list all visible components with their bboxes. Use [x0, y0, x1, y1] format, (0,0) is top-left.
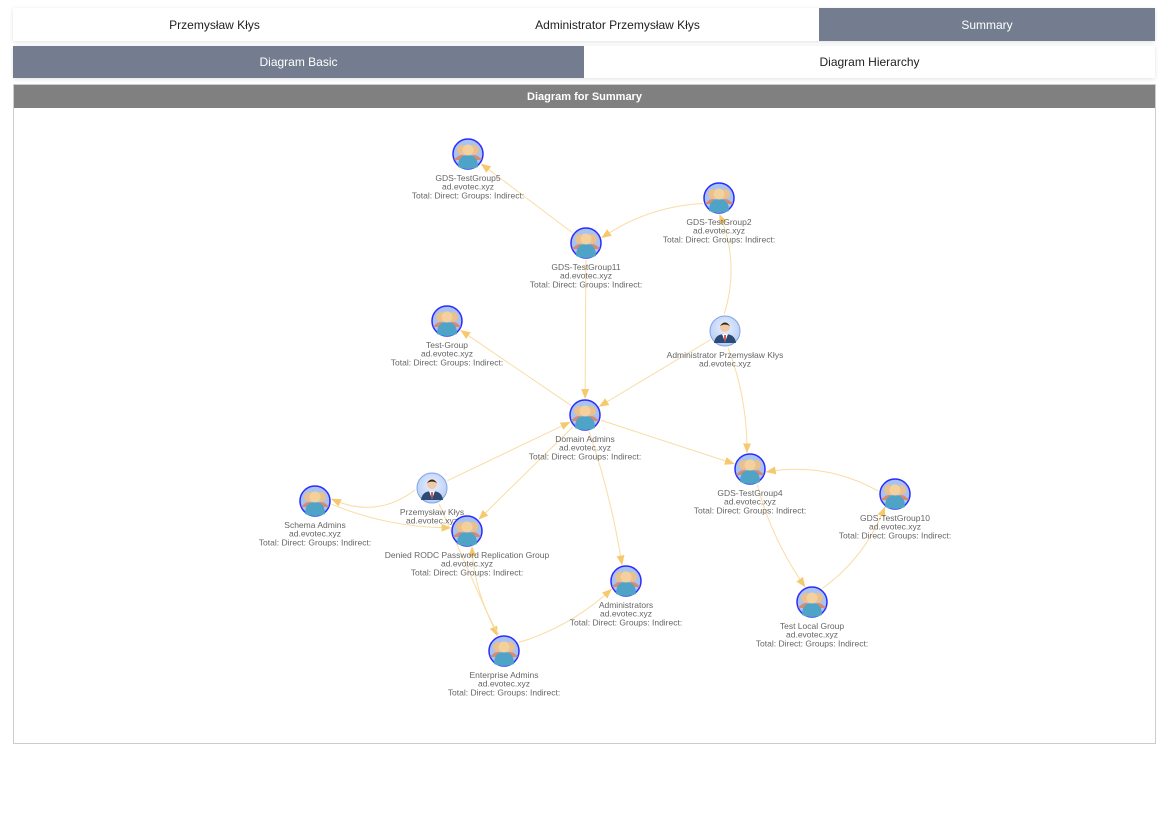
node-name: GDS-TestGroup10	[860, 513, 930, 523]
node-stats: Total: Direct: Groups: Indirect:	[694, 505, 806, 515]
node-domain: ad.evotec.xyz	[289, 529, 341, 539]
edge-adm-g2	[719, 214, 732, 315]
node-stats: Total: Direct: Groups: Indirect:	[391, 357, 503, 367]
node-domain: ad.evotec.xyz	[786, 630, 838, 640]
tab-summary[interactable]: Summary	[819, 8, 1155, 41]
edge-g4-tlg	[756, 484, 806, 588]
node-stats: Total: Direct: Groups: Indirect:	[570, 617, 682, 627]
node-stats: Total: Direct: Groups: Indirect:	[839, 530, 951, 540]
edge-da-g4	[601, 419, 735, 465]
node-name: GDS-TestGroup5	[435, 173, 500, 183]
node-name: Administrator Przemysław Kłys	[667, 350, 784, 360]
edge-ea-rodc	[468, 546, 500, 636]
node-name: Administrators	[599, 600, 653, 610]
edge-g10-g4	[765, 466, 879, 492]
node-name: Test Local Group	[780, 621, 845, 631]
group-icon	[454, 144, 482, 169]
tab-diagram-hierarchy[interactable]: Diagram Hierarchy	[819, 55, 920, 69]
edge-pk-da	[447, 421, 571, 482]
edge-sa-rodc	[331, 503, 452, 532]
node-adm[interactable]: Administrator Przemysław Kłysad.evotec.x…	[667, 315, 784, 369]
node-name: Test-Group	[426, 340, 468, 350]
node-name: Enterprise Admins	[470, 670, 539, 680]
sub-tabs: Diagram Basic Diagram Hierarchy	[13, 46, 1155, 78]
node-name: Schema Admins	[284, 520, 345, 530]
group-icon	[490, 641, 518, 666]
node-name: GDS-TestGroup11	[551, 262, 621, 272]
node-stats: Total: Direct: Groups: Indirect:	[411, 567, 523, 577]
node-domain: ad.evotec.xyz	[600, 609, 652, 619]
node-domain: ad.evotec.xyz	[869, 522, 921, 532]
edge-adm-g4	[727, 347, 752, 454]
group-icon	[881, 484, 909, 509]
edge-tlg-g10	[822, 506, 886, 589]
edge-g11-da	[581, 259, 590, 399]
node-domain: ad.evotec.xyz	[421, 349, 473, 359]
tab-administrator-przemyslaw-klys[interactable]: Administrator Przemysław Kłys	[535, 17, 700, 32]
node-domain: ad.evotec.xyz	[724, 497, 776, 507]
node-domain: ad.evotec.xyz	[699, 359, 751, 369]
edge-adm-da	[598, 339, 711, 407]
user-icon	[421, 479, 443, 500]
node-domain: ad.evotec.xyz	[441, 559, 493, 569]
group-icon	[572, 233, 600, 258]
node-name: Domain Admins	[555, 434, 615, 444]
node-name: Denied RODC Password Replication Group	[385, 550, 550, 560]
edge-da-tg	[460, 330, 572, 406]
node-domain: ad.evotec.xyz	[560, 271, 612, 281]
group-icon	[433, 311, 461, 336]
user-icon	[714, 322, 736, 343]
node-name: Przemysław Kłys	[400, 507, 464, 517]
top-tabs: Przemysław Kłys Administrator Przemysław…	[13, 8, 1155, 41]
group-icon	[301, 491, 329, 516]
node-stats: Total: Direct: Groups: Indirect:	[259, 537, 371, 547]
tab-diagram-basic[interactable]: Diagram Basic	[13, 46, 584, 78]
node-domain: ad.evotec.xyz	[693, 226, 745, 236]
group-icon	[705, 188, 733, 213]
group-icon	[798, 592, 826, 617]
edge-da-rodc	[478, 426, 574, 520]
node-name: GDS-TestGroup2	[686, 217, 751, 227]
node-stats: Total: Direct: Groups: Indirect:	[663, 234, 775, 244]
group-icon	[571, 405, 599, 430]
node-domain: ad.evotec.xyz	[442, 182, 494, 192]
edge-g2-g11	[601, 202, 703, 239]
node-stats: Total: Direct: Groups: Indirect:	[448, 687, 560, 697]
node-rodc[interactable]: Denied RODC Password Replication Groupad…	[385, 515, 550, 577]
node-domain: ad.evotec.xyz	[559, 443, 611, 453]
panel-title: Diagram for Summary	[14, 85, 1155, 108]
node-stats: Total: Direct: Groups: Indirect:	[529, 451, 641, 461]
group-icon	[612, 571, 640, 596]
node-stats: Total: Direct: Groups: Indirect:	[530, 279, 642, 289]
tab-przemyslaw-klys[interactable]: Przemysław Kłys	[169, 17, 260, 32]
edge-da-admins	[588, 431, 625, 566]
edge-g11-g5	[480, 163, 573, 234]
node-domain: ad.evotec.xyz	[478, 679, 530, 689]
group-icon	[736, 459, 764, 484]
node-name: GDS-TestGroup4	[717, 488, 782, 498]
group-icon	[453, 521, 481, 546]
node-stats: Total: Direct: Groups: Indirect:	[412, 190, 524, 200]
node-domain: ad.evotec.xyz	[406, 516, 458, 526]
edge-ea-admins	[518, 588, 612, 644]
edge-pk-sa	[330, 489, 416, 508]
node-stats: Total: Direct: Groups: Indirect:	[756, 638, 868, 648]
